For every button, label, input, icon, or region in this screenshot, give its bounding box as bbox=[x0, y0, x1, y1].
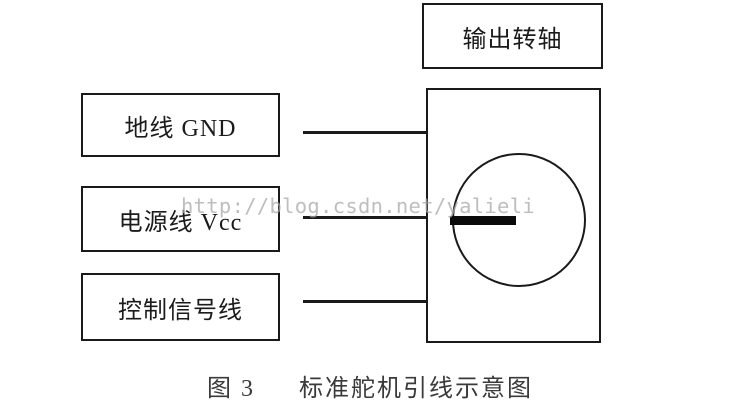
wire-box-gnd: 地线 GND bbox=[81, 93, 280, 157]
wire-box-signal: 控制信号线 bbox=[81, 273, 280, 341]
wire-line-gnd bbox=[303, 131, 426, 134]
wire-box-signal-label: 控制信号线 bbox=[118, 297, 243, 324]
wire-box-vcc: 电源线 Vcc bbox=[81, 186, 280, 252]
wire-box-vcc-label: 电源线 Vcc bbox=[118, 209, 243, 236]
output-shaft-box: 输出转轴 bbox=[422, 3, 603, 69]
servo-body-box bbox=[426, 88, 601, 343]
servo-horn-bar bbox=[450, 216, 516, 225]
wire-line-signal bbox=[303, 300, 426, 303]
figure-number: 图 3 bbox=[207, 376, 255, 402]
figure-caption: 图 3 标准舵机引线示意图 bbox=[207, 368, 533, 403]
figure-title: 标准舵机引线示意图 bbox=[299, 376, 533, 402]
output-shaft-label: 输出转轴 bbox=[462, 26, 563, 53]
wire-box-gnd-label: 地线 GND bbox=[124, 115, 237, 142]
wire-line-vcc bbox=[303, 216, 426, 219]
